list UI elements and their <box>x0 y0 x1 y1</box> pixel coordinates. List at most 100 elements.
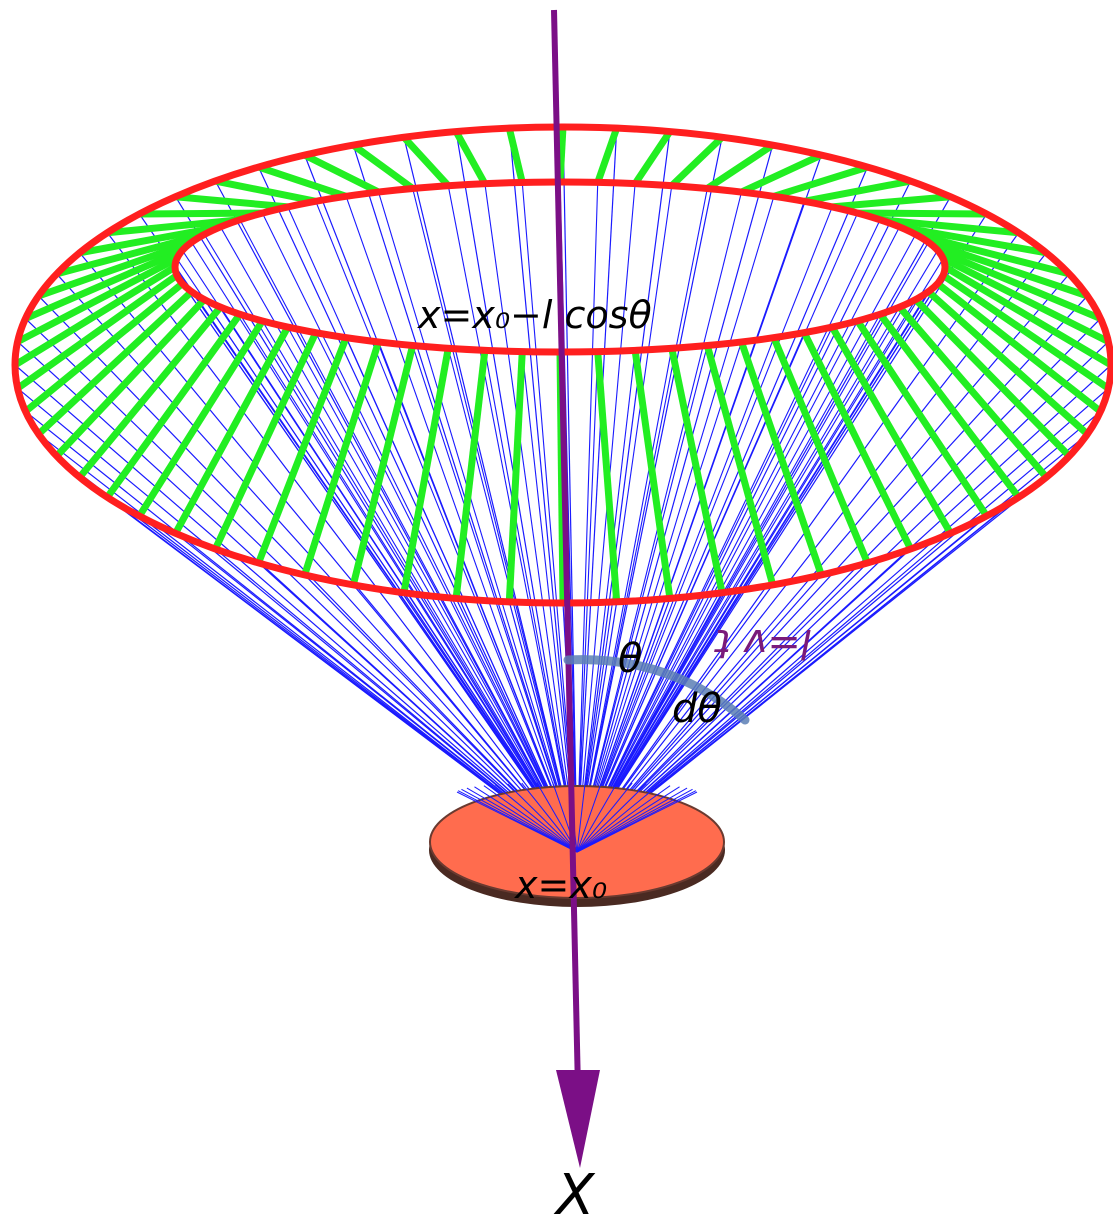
ray-near-source <box>483 785 578 853</box>
ray-near-source <box>466 787 578 853</box>
band-strip <box>898 223 1047 257</box>
ray-near-source <box>521 782 578 853</box>
band-strip <box>453 129 488 186</box>
band-strip <box>36 289 194 437</box>
ray-outer <box>562 126 578 853</box>
band-strip <box>15 272 179 392</box>
ray-inner <box>261 320 578 853</box>
band-strip <box>255 336 350 565</box>
ray-outer <box>174 196 578 853</box>
band-strip <box>16 255 179 345</box>
band-strip <box>54 297 207 459</box>
ray-near-source <box>576 782 602 853</box>
band-strip <box>943 263 1113 369</box>
band-strip <box>77 304 224 480</box>
dtheta-label: dθ <box>672 686 722 732</box>
band-strip <box>927 239 1089 300</box>
ray-near-source <box>576 782 633 853</box>
band-strip <box>879 216 1019 237</box>
ray-inner <box>576 183 636 853</box>
ray-inner <box>576 283 939 853</box>
ray-near-source <box>494 784 578 853</box>
band-strip <box>172 325 291 535</box>
band-strip <box>631 349 674 599</box>
band-strip <box>505 127 526 184</box>
ray-outer <box>576 166 869 853</box>
ray-outer <box>576 180 912 853</box>
theta-label: θ <box>618 636 642 682</box>
ray-inner <box>576 206 833 853</box>
band-strip <box>772 163 869 200</box>
band-strip <box>214 177 317 205</box>
band-strip <box>104 312 243 500</box>
ray-inner <box>181 250 578 853</box>
ray-outer <box>56 273 578 853</box>
ray-outer <box>304 154 578 853</box>
ray-outer <box>14 364 578 853</box>
band-strip <box>594 126 621 184</box>
ray-inner <box>576 291 929 853</box>
spherical-band <box>13 126 1113 604</box>
ray-outer <box>79 252 578 853</box>
band-strip <box>301 340 382 576</box>
band-strip <box>803 177 912 205</box>
band-strip <box>37 239 193 300</box>
band-strip <box>139 209 263 218</box>
band-strip <box>738 340 825 577</box>
source-label: x=x₀ <box>514 863 607 907</box>
band-strip <box>257 163 348 200</box>
ray-outer <box>17 387 578 853</box>
ray-inner <box>287 206 578 853</box>
band-strip <box>212 331 319 551</box>
ray-inner <box>315 201 578 853</box>
dtheta-arc <box>563 655 750 725</box>
band-strip <box>936 247 1102 322</box>
band-strip <box>877 312 1022 500</box>
ray-outer <box>576 128 618 853</box>
ray-outer <box>106 232 578 853</box>
band-strip <box>24 247 184 322</box>
band-strip <box>705 142 775 192</box>
ray-near-source <box>576 783 647 853</box>
band-strip <box>703 344 777 586</box>
ray-outer <box>576 144 774 853</box>
band-strip <box>351 142 415 192</box>
band-strip <box>594 351 621 603</box>
ray-inner <box>576 226 901 853</box>
band-strip <box>107 216 241 237</box>
ray-near-source <box>576 787 688 853</box>
band-strip <box>401 134 451 189</box>
ray-near-source <box>576 791 698 853</box>
ray-inner <box>176 258 578 853</box>
ray-near-source <box>576 782 618 853</box>
band-strip <box>740 151 823 196</box>
ray-near-source <box>461 788 578 853</box>
band-strip <box>303 151 381 196</box>
band-strip <box>400 347 452 594</box>
ray-near-source <box>576 781 586 853</box>
ray-outer <box>576 131 671 853</box>
band-strip <box>831 193 951 211</box>
band-strip <box>452 349 489 599</box>
band-strip <box>669 134 725 189</box>
band-strip <box>926 289 1090 437</box>
ray-outer <box>576 318 1101 853</box>
ray-outer <box>576 137 723 853</box>
ray-outer <box>25 410 578 853</box>
ray-inner <box>377 191 578 853</box>
ray-inner <box>576 182 599 853</box>
ray-inner <box>219 226 578 853</box>
ray-inner <box>203 234 578 853</box>
band-strip <box>349 344 417 586</box>
band-strip <box>857 209 987 218</box>
ray-near-source <box>576 786 680 853</box>
ray-outer <box>403 137 578 853</box>
ray-inner <box>287 326 578 853</box>
band-strip <box>668 347 726 594</box>
ray-inner <box>576 234 917 853</box>
band-strip <box>896 304 1049 480</box>
ray-outer <box>17 341 578 853</box>
band-strip <box>175 193 289 211</box>
ray-outer <box>576 196 952 853</box>
ray-outer <box>576 341 1109 853</box>
